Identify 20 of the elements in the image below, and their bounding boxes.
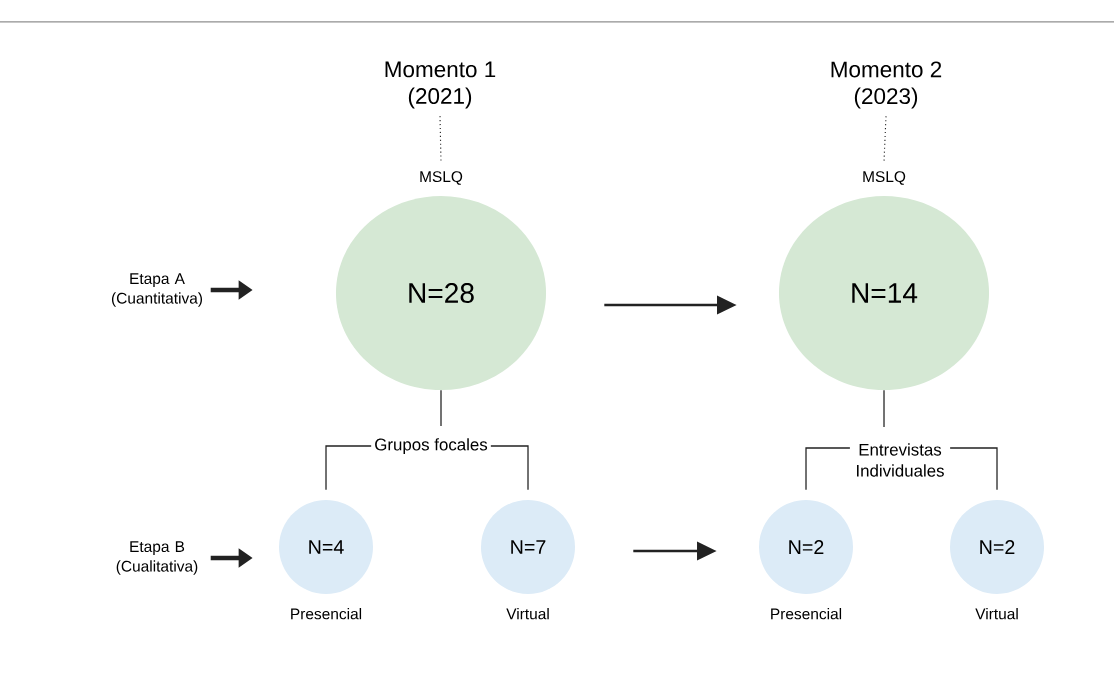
connector-line (949, 447, 998, 491)
stage-label: Etapa A (Cuantitativa) (111, 273, 202, 307)
moment-heading: Momento 1 (2021) (385, 61, 496, 109)
caption-label: Presencial (291, 608, 362, 620)
connector-line (440, 389, 442, 427)
connector-line (325, 445, 372, 491)
connector-line (883, 389, 885, 428)
caption-label: Virtual (975, 608, 1018, 620)
stage-label: Etapa B (Cualitativa) (116, 541, 198, 575)
instrument-label: MSLQ (420, 171, 463, 185)
moment-heading: Momento 2 (2023) (831, 61, 942, 109)
caption-label: Presencial (771, 608, 842, 620)
group-label: Grupos focales (375, 438, 488, 454)
connector-line (805, 447, 851, 491)
connector-line (883, 115, 887, 162)
caption-label: Virtual (506, 608, 549, 620)
connector-line (439, 115, 442, 162)
group-label: Entrevistas Individuales (857, 443, 944, 477)
connector-line (490, 445, 529, 491)
instrument-label: MSLQ (863, 171, 906, 185)
